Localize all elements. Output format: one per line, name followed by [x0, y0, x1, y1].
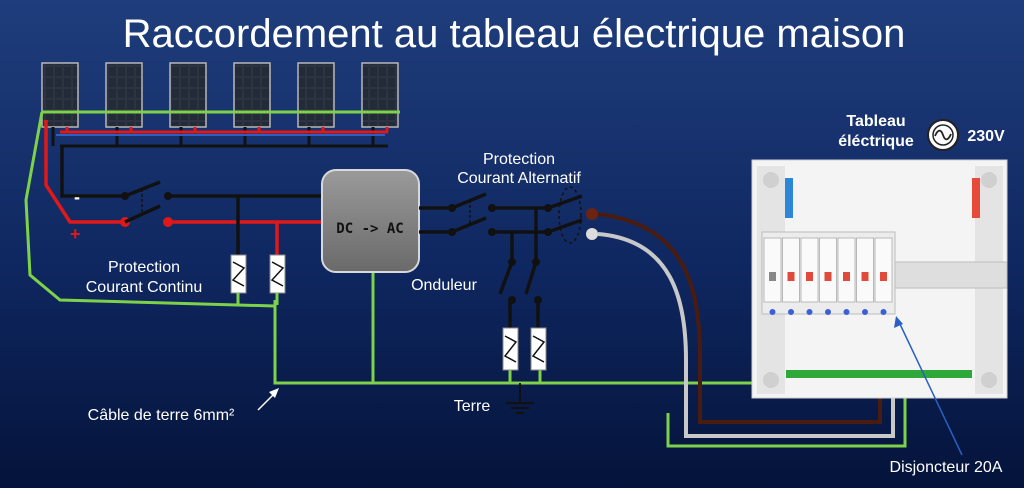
dc-positive-wire — [44, 120, 125, 224]
ground-cable-label: Câble de terre 6mm² — [88, 407, 235, 424]
breaker-module — [819, 237, 837, 315]
breaker-module — [763, 237, 782, 315]
ground-symbol-icon — [506, 383, 534, 414]
solar-panel — [297, 62, 335, 146]
panel-voltage: 230V — [967, 128, 1005, 145]
ground-cable-pointer — [257, 388, 279, 411]
dc-protection-label-line2: Courant Continu — [86, 279, 203, 296]
ac-protection-label-line1: Protection — [483, 151, 555, 168]
ac-voltage-icon — [927, 119, 959, 151]
ac-protection-label-line2: Courant Alternatif — [457, 170, 581, 187]
breaker-module — [874, 237, 893, 315]
breaker-pointer — [894, 316, 963, 456]
breaker-label: Disjoncteur 20A — [890, 459, 1003, 476]
dc-surge-protectors — [230, 254, 286, 305]
breaker-module — [782, 237, 800, 315]
ground-label: Terre — [454, 398, 491, 415]
diagram-title: Raccordement au tableau électrique maiso… — [123, 12, 906, 56]
dc-disconnect-switch — [120, 180, 173, 227]
phase-terminal-block — [972, 178, 980, 218]
solar-panel — [233, 62, 271, 146]
neutral-cable — [597, 232, 895, 438]
ac-disconnect-switch — [448, 192, 496, 236]
ground-wiring — [24, 110, 907, 448]
panel-ground-link — [666, 383, 907, 448]
inverter-box-label: DC -> AC — [336, 221, 403, 237]
breaker-module — [856, 237, 874, 315]
inverter: DC -> AC — [321, 169, 420, 273]
ground-terminal-bar — [786, 370, 972, 378]
panel-title-line2: éléctrique — [838, 133, 914, 150]
ac-output-switch — [544, 186, 598, 244]
inverter-label: Onduleur — [411, 277, 477, 294]
breaker-module — [800, 237, 819, 315]
ac-surge-protectors — [502, 327, 547, 371]
solar-panel — [361, 62, 399, 146]
solar-panel — [105, 62, 143, 146]
electrical-panel — [751, 159, 1008, 399]
positive-sign: + — [70, 224, 81, 244]
phase-cable — [597, 212, 882, 424]
inverter-box — [321, 169, 420, 273]
panel-ground-return — [24, 111, 276, 308]
dc-negative-wire — [60, 146, 125, 198]
neutral-terminal-block — [785, 178, 793, 218]
solar-panel-array — [41, 62, 399, 146]
panel-title-line1: Tableau — [846, 113, 905, 130]
breaker-modules — [763, 237, 893, 315]
dc-protection-label-line1: Protection — [108, 259, 180, 276]
negative-sign: - — [74, 187, 80, 207]
solar-panel — [41, 62, 79, 146]
panel-connectors — [56, 130, 388, 148]
breaker-module — [837, 237, 856, 315]
ac-surge-switches — [498, 258, 542, 304]
ground-bus — [273, 300, 900, 385]
ac-wiring — [419, 206, 548, 328]
dc-wiring — [44, 120, 322, 255]
